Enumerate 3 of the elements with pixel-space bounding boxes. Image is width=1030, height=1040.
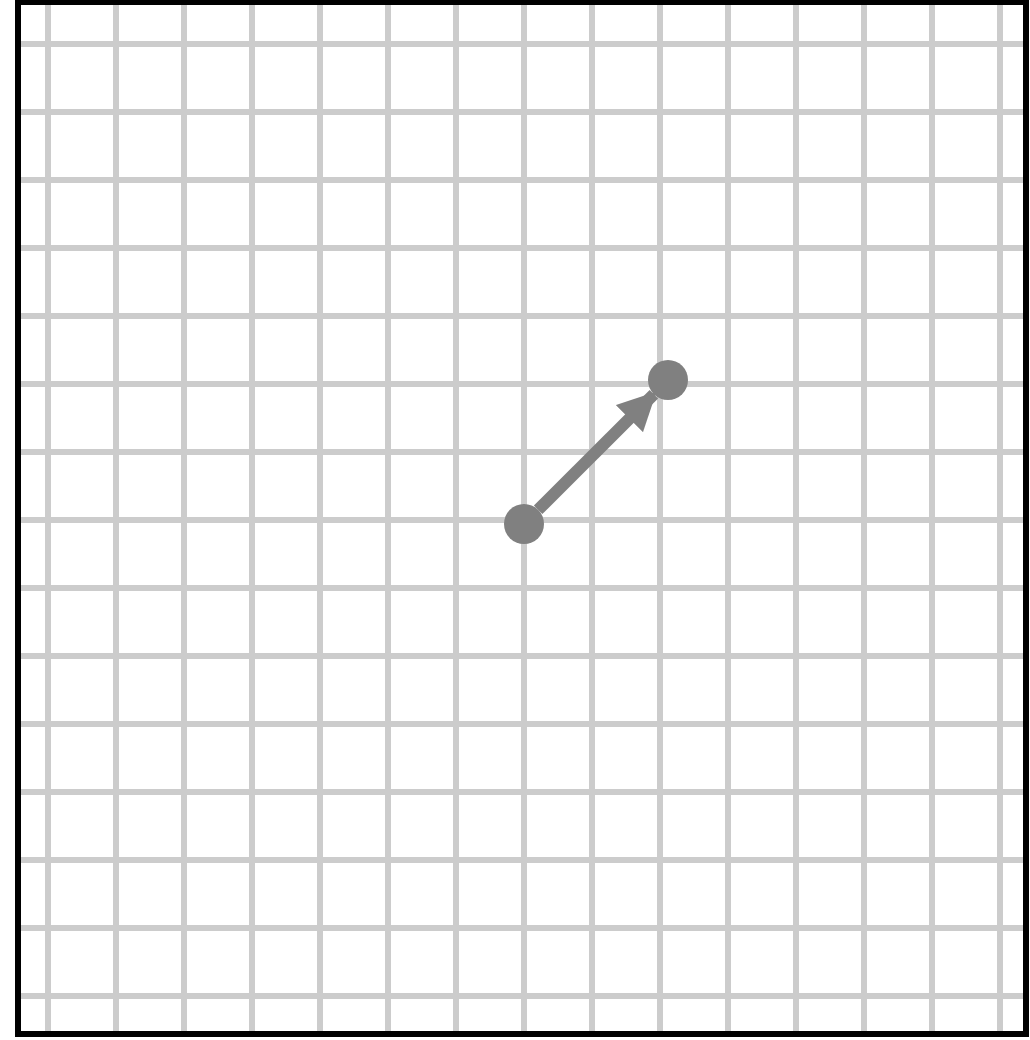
arrow: [533, 389, 659, 515]
point-marker: [648, 360, 688, 400]
point-marker: [504, 504, 544, 544]
